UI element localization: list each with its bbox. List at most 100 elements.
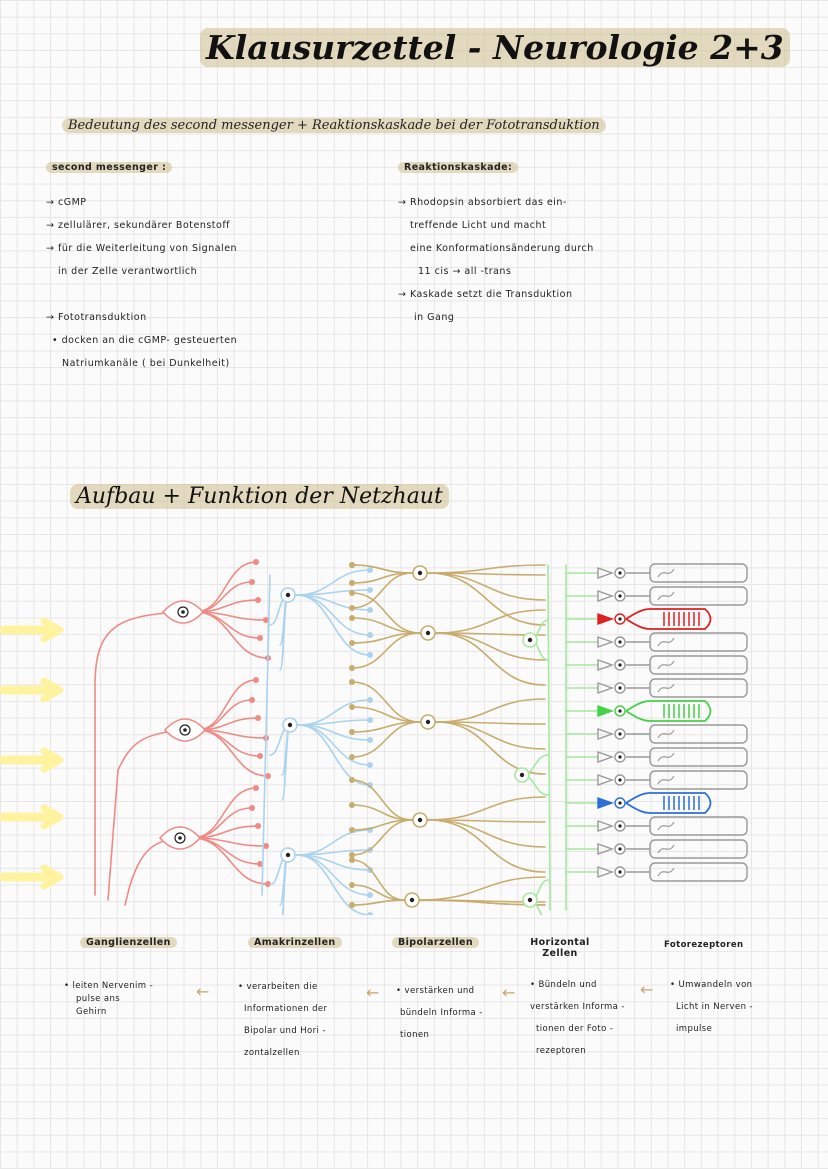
nucleus-dot bbox=[519, 772, 525, 778]
nucleus-dot bbox=[618, 617, 622, 621]
synapse bbox=[367, 567, 373, 573]
bipolar-cells bbox=[349, 562, 546, 908]
light-arrow-head bbox=[40, 804, 64, 830]
cone-outer-segment bbox=[625, 608, 712, 630]
rod-synapse bbox=[597, 636, 615, 648]
synapse bbox=[253, 559, 259, 565]
rod-synapse bbox=[597, 866, 615, 878]
bipolar-axon bbox=[351, 572, 413, 609]
amacrine-dendrite bbox=[295, 829, 371, 856]
amacrine-dendrite bbox=[295, 594, 371, 636]
nucleus-dot bbox=[618, 663, 622, 667]
synapse bbox=[349, 852, 355, 858]
rod-outer-segment bbox=[649, 862, 748, 882]
ganglion-dendrite bbox=[191, 787, 257, 839]
synapse bbox=[349, 562, 355, 568]
bipolar-dendrite bbox=[435, 698, 546, 723]
rod-synapse bbox=[597, 774, 615, 786]
synapse bbox=[263, 843, 269, 849]
arrow-left-icon: ← bbox=[640, 980, 654, 999]
cone-synapse bbox=[597, 613, 615, 625]
synapse bbox=[349, 729, 355, 735]
note-line: → Fototransduktion bbox=[46, 312, 147, 323]
rod-synapse bbox=[597, 751, 615, 763]
label-ganglienzellen: Ganglienzellen bbox=[80, 937, 177, 948]
synapse bbox=[263, 617, 269, 623]
bipolar-axon bbox=[351, 617, 421, 634]
desc-bipolarzellen: • verstärken und bündeln Informa - tione… bbox=[396, 986, 483, 1040]
rod-squiggle bbox=[657, 637, 675, 647]
amacrine-dendrite bbox=[297, 719, 371, 726]
note-line: → für die Weiterleitung von Signalen bbox=[46, 243, 238, 254]
rod-synapse bbox=[597, 728, 615, 740]
amacrine-cells bbox=[261, 567, 373, 915]
bipolar-axon bbox=[351, 681, 421, 723]
synapse bbox=[349, 665, 355, 671]
rod-squiggle bbox=[657, 867, 675, 877]
ganglion-dendrite bbox=[194, 561, 257, 613]
ganglion-dendrite bbox=[191, 837, 269, 885]
synapse bbox=[367, 892, 373, 898]
rod-outer-segment bbox=[649, 747, 748, 767]
ganglion-dendrite bbox=[196, 679, 257, 731]
desc-horizontalzellen: • Bündeln und verstärken Informa - tione… bbox=[530, 980, 625, 1056]
synapse bbox=[349, 777, 355, 783]
rod-synapse bbox=[597, 659, 615, 671]
section1-heading: Bedeutung des second messenger + Reaktio… bbox=[62, 118, 606, 133]
arrow-left-icon: ← bbox=[196, 982, 210, 1001]
nucleus-dot bbox=[181, 610, 185, 614]
rod-synapse bbox=[597, 843, 615, 855]
light-arrow-head bbox=[40, 864, 64, 890]
synapse bbox=[349, 640, 355, 646]
synapse bbox=[255, 597, 261, 603]
desc-fotorezeptoren: • Umwandeln von Licht in Nerven - impuls… bbox=[670, 980, 753, 1034]
rod-squiggle bbox=[657, 591, 675, 601]
nucleus-dot bbox=[527, 897, 533, 903]
amacrine-dendrite bbox=[295, 594, 371, 656]
bipolar-dendrite bbox=[435, 632, 546, 686]
nucleus-dot bbox=[417, 817, 423, 823]
nucleus-dot bbox=[618, 709, 622, 713]
rod-outer-segment bbox=[649, 632, 748, 652]
rod-outer-segment bbox=[649, 770, 748, 790]
arrow-left-icon: ← bbox=[502, 983, 516, 1002]
bipolar-dendrite bbox=[435, 609, 546, 634]
synapse bbox=[349, 857, 355, 863]
synapse bbox=[249, 805, 255, 811]
desc-amakrinzellen: • verarbeiten die Informationen der Bipo… bbox=[238, 982, 328, 1058]
amacrine-dendrite bbox=[297, 724, 371, 786]
nucleus-dot bbox=[287, 722, 293, 728]
retina-diagram bbox=[0, 559, 748, 915]
bipolar-dendrite bbox=[435, 721, 546, 750]
rod-squiggle bbox=[657, 844, 675, 854]
nucleus-dot bbox=[417, 570, 423, 576]
bipolar-dendrite bbox=[419, 876, 546, 901]
note-line: • docken an die cGMP- gesteuerten bbox=[52, 335, 238, 346]
bipolar-axon bbox=[351, 721, 421, 758]
rod-synapse bbox=[597, 590, 615, 602]
synapse bbox=[249, 579, 255, 585]
note-line: in Gang bbox=[414, 312, 455, 323]
ganglion-axon bbox=[94, 611, 184, 896]
bipolar-axon bbox=[351, 564, 413, 574]
amacrine-process bbox=[279, 594, 289, 671]
rod-outer-segment bbox=[649, 678, 748, 698]
synapse bbox=[349, 827, 355, 833]
bipolar-dendrite bbox=[427, 572, 546, 601]
synapse bbox=[367, 607, 373, 613]
second-messenger-label: second messenger : bbox=[46, 162, 376, 173]
synapse bbox=[367, 912, 373, 915]
bipolar-dendrite bbox=[427, 572, 546, 626]
note-line: 11 cis → all -trans bbox=[418, 266, 512, 277]
label-fotorezeptoren: Fotorezeptoren bbox=[664, 940, 744, 950]
note-line: → zellulärer, sekundärer Botenstoff bbox=[46, 220, 231, 231]
nucleus-dot bbox=[618, 824, 622, 828]
rod-outer-segment bbox=[649, 839, 748, 859]
bipolar-dendrite bbox=[427, 564, 546, 574]
note-line: in der Zelle verantwortlich bbox=[58, 266, 198, 277]
rod-outer-segment bbox=[649, 724, 748, 744]
bipolar-axon bbox=[351, 819, 413, 856]
bipolar-axon bbox=[351, 899, 405, 906]
nucleus-dot bbox=[285, 852, 291, 858]
cone-outer-segment bbox=[625, 792, 712, 814]
